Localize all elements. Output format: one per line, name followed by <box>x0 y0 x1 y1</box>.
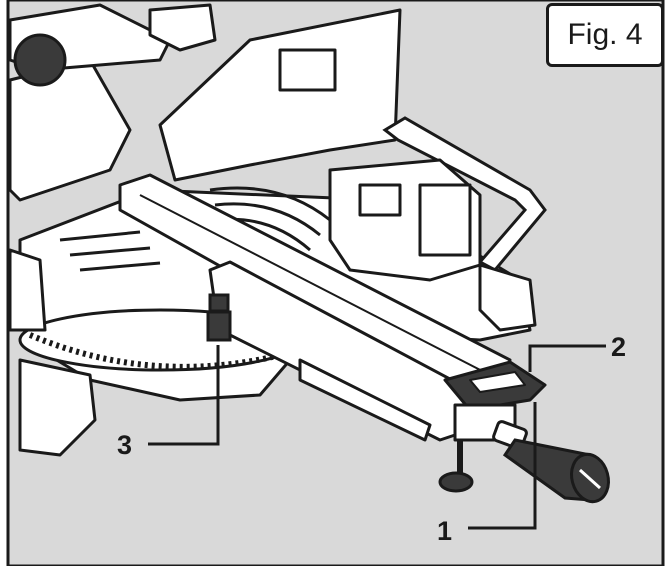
stop-lever <box>443 360 547 442</box>
leader-1 <box>468 402 537 530</box>
leader-3 <box>148 345 220 446</box>
leader-2 <box>528 344 606 372</box>
callout-1: 1 <box>437 516 453 546</box>
blade-guard <box>8 3 402 202</box>
bevel-lock <box>206 293 232 342</box>
figure-label: Fig. 4 <box>546 3 664 67</box>
callout-2: 2 <box>611 332 627 362</box>
leveling-foot <box>438 440 474 493</box>
callout-leaders <box>148 344 606 530</box>
fence-block <box>328 158 537 332</box>
callout-3: 3 <box>117 430 133 460</box>
locking-knob <box>492 420 610 504</box>
